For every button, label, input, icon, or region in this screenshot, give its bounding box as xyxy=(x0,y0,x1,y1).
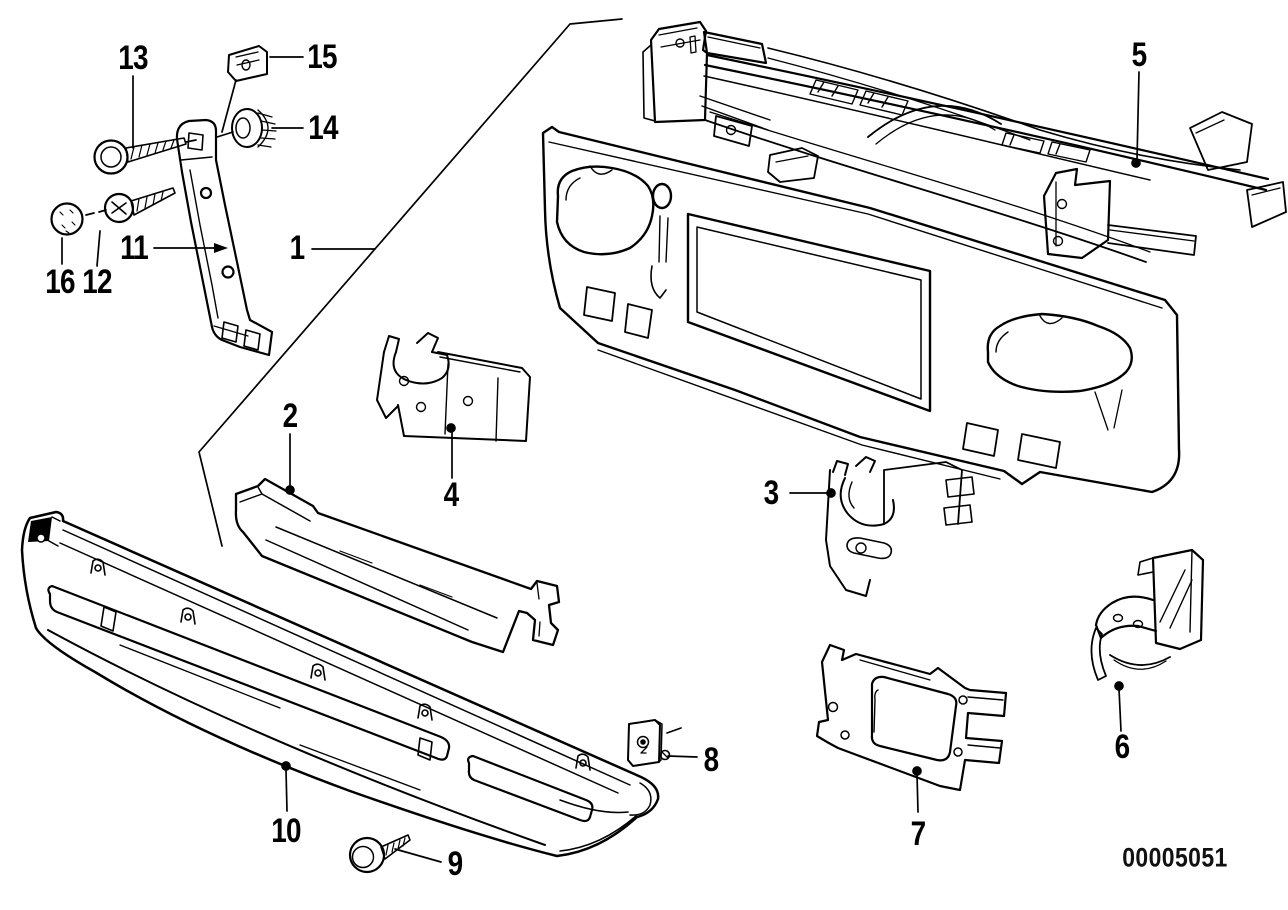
side-bracket xyxy=(177,120,272,355)
cap-16 xyxy=(52,204,83,235)
lower-cross-beam xyxy=(236,479,559,652)
support-bracket-upper xyxy=(377,333,530,441)
callout-15: 15 xyxy=(307,38,337,76)
callout-13: 13 xyxy=(118,39,148,77)
front-spoiler xyxy=(22,512,658,856)
callout-6: 6 xyxy=(1114,728,1131,766)
callout-14: 14 xyxy=(308,109,338,147)
callout-5: 5 xyxy=(1131,36,1148,74)
callout-7: 7 xyxy=(910,815,927,853)
callout-12: 12 xyxy=(82,263,112,301)
callout-4: 4 xyxy=(443,476,460,514)
mounting-plate xyxy=(628,720,670,766)
front-panel xyxy=(543,127,1179,492)
closing-bracket xyxy=(1091,550,1203,680)
callout-11: 11 xyxy=(120,229,149,267)
headlamp-bracket xyxy=(817,645,1006,790)
callout-16: 16 xyxy=(45,263,75,301)
support-bracket-lower xyxy=(826,457,974,596)
callout-3: 3 xyxy=(763,474,780,512)
document-number: 00005051 xyxy=(1122,842,1228,873)
screw-9 xyxy=(350,835,410,872)
screw-13 xyxy=(95,138,187,174)
clip-nut-15 xyxy=(228,46,267,81)
screw-12 xyxy=(105,188,175,222)
callout-10: 10 xyxy=(271,812,301,850)
callout-1: 1 xyxy=(289,229,306,267)
grommet-14 xyxy=(232,109,276,147)
leader-lines xyxy=(62,19,1140,862)
callout-8: 8 xyxy=(703,741,720,779)
callout-9: 9 xyxy=(447,845,464,883)
callout-2: 2 xyxy=(282,397,299,435)
upper-cross-member xyxy=(643,22,1286,262)
